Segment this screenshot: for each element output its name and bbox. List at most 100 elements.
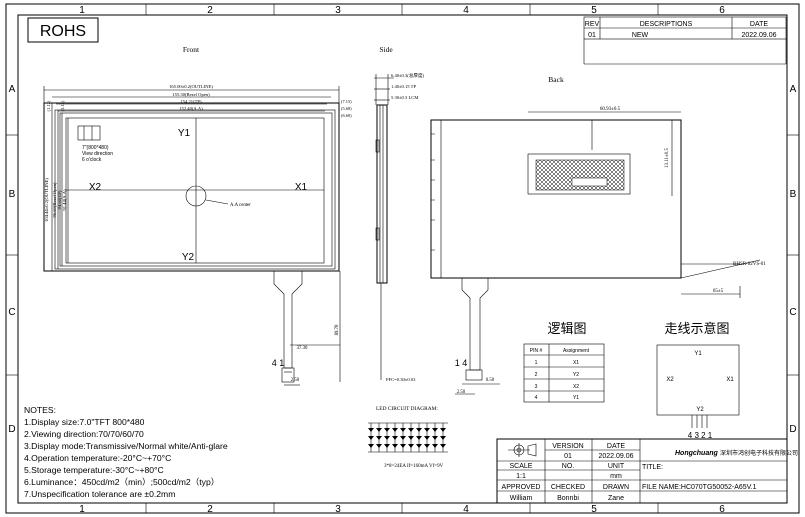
- back-dim-w: 60.93±0.5: [600, 107, 621, 112]
- back-fpc-pins: 1 4: [455, 358, 468, 368]
- back-connector-label: BHSR-02VS-01: [733, 262, 766, 267]
- row-label-left-b: B: [9, 189, 16, 200]
- col-label-bottom-6: 6: [719, 504, 725, 515]
- tb-unit: mm: [610, 473, 622, 480]
- logic-row-3-assign: X2: [573, 384, 579, 390]
- back-view-label: Back: [548, 75, 564, 84]
- row-label-right-a: A: [790, 84, 797, 95]
- note-3: 3.Display mode:Transmissive/Normal white…: [24, 441, 228, 451]
- back-dim-h: 13.11±0.5: [665, 147, 670, 168]
- logic-row-2-pin: 2: [535, 372, 538, 378]
- desc-header: DESCRIPTIONS: [640, 21, 693, 28]
- tb-title-label: TITLE:: [642, 464, 663, 471]
- tb-approved: William: [510, 495, 533, 502]
- row-label-left-a: A: [9, 84, 16, 95]
- led-circuit: [368, 422, 448, 453]
- title-block: Hongchuang: [496, 438, 788, 504]
- date-value: 2022.09.06: [741, 32, 776, 39]
- revision-table: REV DESCRIPTIONS DATE 01 NEW 2022.09.06: [583, 16, 787, 65]
- outer-frame: [5, 3, 800, 514]
- note-1: 1.Display size:7.0"TFT 800*480: [24, 417, 145, 427]
- front-viewdir-3: 6 o'clock: [82, 157, 102, 163]
- back-fpc-p2: 2.50: [457, 390, 466, 395]
- front-dim-h1: 104.44±0.2(OUTLINE): [44, 178, 49, 222]
- desc-value: NEW: [632, 32, 649, 39]
- front-view-label: Front: [183, 45, 200, 54]
- tb-checked-label: CHECKED: [551, 484, 585, 491]
- tb-company: 深圳市鸿创电子科技有限公司: [720, 449, 798, 457]
- back-fpc-tail: [461, 278, 489, 371]
- side-dim-d1: 6.40±0.3(总厚度): [391, 72, 425, 79]
- tb-drawn: Zane: [608, 495, 624, 502]
- logic-row-4-pin: 4: [535, 395, 538, 401]
- front-dim-w2: 155.30(Bezel Open): [172, 92, 210, 97]
- wiring-x2: X2: [666, 377, 674, 383]
- inner-frame: [17, 14, 788, 504]
- note-6: 6.Luminance：450cd/m2（min）;500cd/m2（typ）: [24, 477, 220, 487]
- col-label-top-5: 5: [591, 5, 597, 16]
- col-label-bottom-3: 3: [335, 504, 341, 515]
- back-tail-length: 65±5: [713, 289, 724, 294]
- side-dim-d2: 1.40±0.15 TP: [391, 84, 416, 89]
- rev-value: 01: [588, 32, 596, 39]
- col-label-bottom-5: 5: [591, 504, 597, 515]
- logic-row-1-assign: X1: [573, 360, 579, 366]
- col-label-bottom-4: 4: [463, 504, 469, 515]
- tb-checked: Bonnbi: [557, 495, 579, 502]
- tb-scale-label: SCALE: [510, 463, 533, 470]
- front-dim-w4: 152.40(A.A): [179, 106, 203, 111]
- logic-row-1-pin: 1: [535, 360, 538, 366]
- side-view-label: Side: [379, 45, 393, 54]
- note-5: 5.Storage temperature:-30°C~+80°C: [24, 465, 164, 475]
- front-fpc-w: 37.30: [297, 346, 308, 351]
- tb-drawn-label: DRAWN: [603, 484, 629, 491]
- side-view: [374, 74, 394, 380]
- row-label-right-c: C: [789, 307, 796, 318]
- back-view: [430, 111, 761, 395]
- rohs-label: ROHS: [40, 23, 86, 40]
- tb-approved-label: APPROVED: [502, 484, 541, 491]
- note-7: 7.Unspecification tolerance are ±0.2mm: [24, 489, 176, 499]
- front-x2: X2: [89, 182, 102, 193]
- front-viewdir-1: 7"(800*480): [82, 145, 109, 151]
- logic-row-3-pin: 3: [535, 384, 538, 390]
- tb-date-label: DATE: [607, 443, 625, 450]
- company-logo-text: Hongchuang: [675, 450, 718, 457]
- col-label-top-1: 1: [79, 5, 85, 16]
- wiring-y2: Y2: [696, 407, 704, 413]
- wiring-x1: X1: [726, 377, 734, 383]
- row-label-left-c: C: [8, 307, 15, 318]
- rohs-box: [27, 17, 99, 43]
- rev-header: REV: [585, 21, 600, 28]
- notes-title: NOTES:: [24, 405, 56, 415]
- row-label-right-d: D: [789, 424, 796, 435]
- front-dim-right-a: (7.15): [341, 99, 352, 104]
- front-fpc-tail: [273, 271, 303, 369]
- note-2: 2.Viewing direction:70/70/60/70: [24, 429, 144, 439]
- wiring-title: 走线示意图: [664, 321, 729, 336]
- front-viewdir-2: View direction: [82, 151, 113, 157]
- aa-center-mark: [185, 185, 207, 207]
- note-4: 4.Operation temperature:-20°C~+70°C: [24, 453, 172, 463]
- front-dim-w1: 165.00±0.2(OUTLINE): [169, 84, 213, 89]
- front-view: [43, 86, 341, 386]
- col-label-top-2: 2: [207, 5, 213, 16]
- side-dim-fpc: FFC=0.30±0.03: [386, 377, 416, 382]
- tb-no-label: NO.: [562, 463, 575, 470]
- front-aa-center: A.A center: [230, 203, 251, 208]
- front-fpc-end: 2.50: [291, 378, 300, 383]
- side-dim-d3: 5.30±0.3 LCM: [391, 95, 418, 100]
- front-dim-right-b: (5.68): [341, 106, 352, 111]
- logic-header-pin: PIN #: [530, 348, 543, 354]
- logic-row-2-assign: Y2: [573, 372, 579, 378]
- front-x1: X1: [295, 182, 308, 193]
- front-y1: Y1: [178, 128, 191, 139]
- wiring-diagram: [656, 344, 740, 428]
- led-title: LED CIRCUIT DIAGRAM:: [376, 406, 438, 412]
- back-fpc-p1: 0.50: [486, 378, 495, 383]
- logic-row-4-assign: Y1: [573, 395, 579, 401]
- tb-unit-label: UNIT: [608, 463, 625, 470]
- front-fpc-h: 89.70: [335, 324, 340, 335]
- logic-table: [523, 343, 605, 403]
